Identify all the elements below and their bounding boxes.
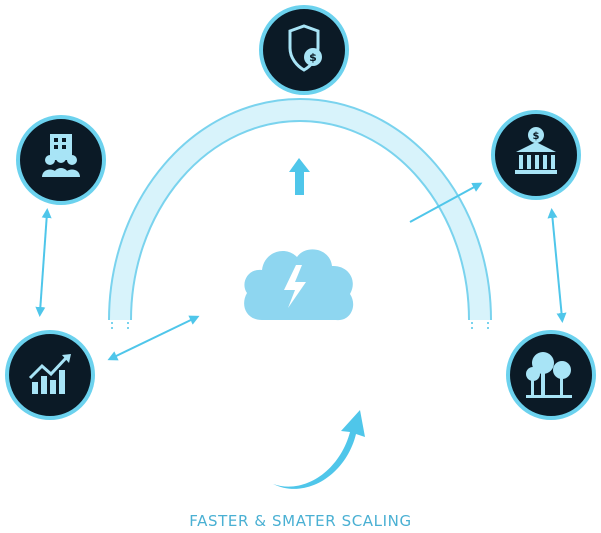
svg-text:$: $ — [533, 131, 540, 142]
arrow-people-to-growth — [35, 208, 52, 317]
node-trees — [506, 330, 596, 420]
cloud-lightning-icon — [244, 249, 354, 321]
trees-icon — [526, 352, 572, 398]
node-people — [16, 115, 106, 205]
shield-dollar-icon: $ — [288, 24, 322, 72]
people-building-icon — [42, 134, 80, 177]
bank-dollar-icon: $ — [515, 127, 557, 174]
arrow-center-to-bank — [409, 182, 483, 223]
connector-arrows — [35, 182, 567, 361]
node-shield: $ — [259, 5, 349, 95]
svg-text:$: $ — [309, 51, 317, 64]
diagram-caption: FASTER & SMATER SCALING — [189, 512, 412, 530]
node-growth — [5, 330, 95, 420]
up-arrow-icon — [289, 158, 310, 195]
arrow-center-to-growth — [107, 315, 200, 361]
swoosh-arrow-icon — [273, 410, 365, 489]
node-bank: $ — [491, 110, 581, 200]
growth-chart-icon — [28, 354, 71, 394]
arrow-bank-to-trees — [547, 208, 567, 323]
